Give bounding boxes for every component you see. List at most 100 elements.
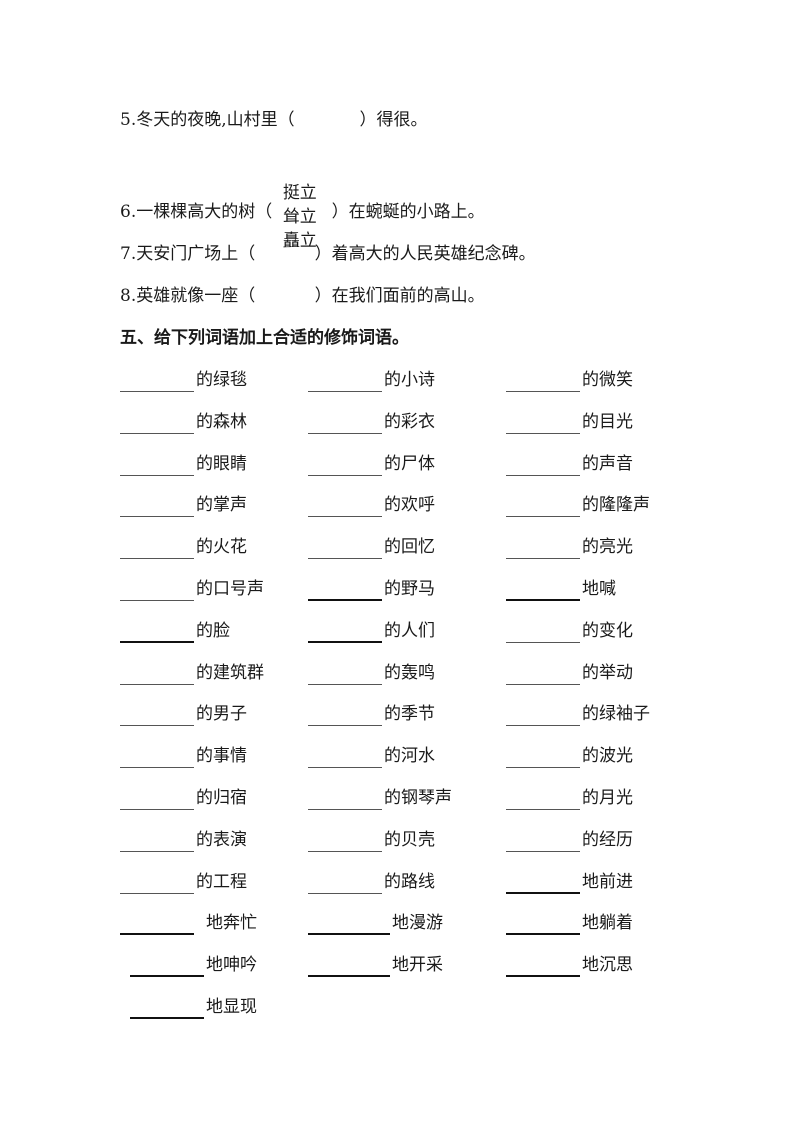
target-word: 的河水	[384, 746, 435, 766]
answer-blank[interactable]	[308, 540, 382, 559]
answer-blank[interactable]	[120, 666, 194, 685]
fill-item: 的举动	[506, 661, 633, 685]
answer-blank[interactable]	[308, 415, 382, 434]
fill-item: 的事情	[120, 744, 247, 768]
answer-blank[interactable]	[308, 915, 390, 935]
answer-blank[interactable]	[506, 498, 580, 517]
fill-item: 的眼睛	[120, 452, 247, 476]
fill-item: 地前进	[506, 870, 633, 894]
fill-item: 地躺着	[506, 911, 633, 935]
answer-blank[interactable]	[308, 749, 382, 768]
answer-blank[interactable]	[506, 624, 580, 643]
target-word: 的表演	[196, 830, 247, 850]
fill-item: 的回忆	[308, 535, 435, 559]
answer-blank[interactable]	[506, 457, 580, 476]
answer-blank[interactable]	[506, 540, 580, 559]
answer-blank[interactable]	[308, 623, 382, 643]
answer-blank[interactable]	[308, 498, 382, 517]
target-word: 的彩衣	[384, 412, 435, 432]
fill-item: 的口号声	[120, 577, 264, 601]
answer-blank[interactable]	[308, 666, 382, 685]
fill-item: 的男子	[120, 702, 247, 726]
fill-item: 的绿毯	[120, 368, 247, 392]
answer-blank[interactable]	[308, 373, 382, 392]
fill-item: 的尸体	[308, 452, 435, 476]
fill-item: 的野马	[308, 577, 435, 601]
target-word: 的建筑群	[196, 663, 264, 683]
answer-blank[interactable]	[506, 373, 580, 392]
answer-blank[interactable]	[308, 707, 382, 726]
answer-blank[interactable]	[308, 833, 382, 852]
fill-item: 的工程	[120, 870, 247, 894]
answer-blank[interactable]	[506, 833, 580, 852]
fill-item: 的微笑	[506, 368, 633, 392]
fill-item: 地开采	[308, 953, 443, 977]
fill-item: 的季节	[308, 702, 435, 726]
answer-blank[interactable]	[308, 581, 382, 601]
answer-blank[interactable]	[506, 749, 580, 768]
answer-blank[interactable]	[120, 540, 194, 559]
target-word: 的森林	[196, 412, 247, 432]
answer-blank[interactable]	[308, 791, 382, 810]
choice-word: 矗立	[282, 231, 317, 251]
fill-item: 的月光	[506, 786, 633, 810]
answer-blank[interactable]	[506, 415, 580, 434]
fill-item: 的人们	[308, 619, 435, 643]
target-word: 的钢琴声	[384, 788, 452, 808]
answer-blank[interactable]	[506, 666, 580, 685]
fill-item: 的钢琴声	[308, 786, 452, 810]
answer-blank[interactable]	[308, 875, 382, 894]
answer-blank[interactable]	[130, 957, 204, 977]
answer-blank[interactable]	[506, 957, 580, 977]
fill-item: 的隆隆声	[506, 493, 650, 517]
answer-blank[interactable]	[120, 415, 194, 434]
fill-item: 地奔忙	[120, 911, 257, 935]
target-word: 地显现	[206, 997, 257, 1017]
target-word: 地呻吟	[206, 955, 257, 975]
word-choices: 挺立 耸立 矗立	[272, 157, 343, 253]
question-7: 7.天安门广场上（ ）着高大的人民英雄纪念碑。	[120, 244, 536, 264]
answer-blank[interactable]	[506, 874, 580, 894]
answer-blank[interactable]	[308, 457, 382, 476]
fill-item: 的声音	[506, 452, 633, 476]
fill-item: 的变化	[506, 619, 633, 643]
answer-blank[interactable]	[308, 957, 390, 977]
answer-blank[interactable]	[506, 581, 580, 601]
fill-item: 的彩衣	[308, 410, 435, 434]
answer-blank[interactable]	[120, 582, 194, 601]
answer-blank[interactable]	[120, 498, 194, 517]
fill-item: 的小诗	[308, 368, 435, 392]
target-word: 的亮光	[582, 537, 633, 557]
target-word: 的欢呼	[384, 495, 435, 515]
target-word: 的事情	[196, 746, 247, 766]
answer-blank[interactable]	[120, 915, 194, 935]
target-word: 地沉思	[582, 955, 633, 975]
answer-blank[interactable]	[120, 707, 194, 726]
answer-blank[interactable]	[130, 999, 204, 1019]
fill-item: 的脸	[120, 619, 230, 643]
answer-blank[interactable]	[120, 623, 194, 643]
answer-blank[interactable]	[506, 915, 580, 935]
answer-blank[interactable]	[120, 373, 194, 392]
target-word: 地喊	[582, 579, 616, 599]
fill-item: 的火花	[120, 535, 247, 559]
target-word: 的声音	[582, 454, 633, 474]
answer-blank[interactable]	[120, 791, 194, 810]
answer-blank[interactable]	[506, 707, 580, 726]
fill-item: 地呻吟	[130, 953, 257, 977]
target-word: 的路线	[384, 872, 435, 892]
question-6: 6.一棵棵高大的树（ ）在蜿蜒的小路上。	[120, 202, 485, 222]
target-word: 的月光	[582, 788, 633, 808]
answer-blank[interactable]	[506, 791, 580, 810]
choice-word: 挺立	[282, 183, 317, 203]
answer-blank[interactable]	[120, 833, 194, 852]
target-word: 的绿毯	[196, 370, 247, 390]
answer-blank[interactable]	[120, 875, 194, 894]
answer-blank[interactable]	[120, 749, 194, 768]
fill-item: 的绿袖子	[506, 702, 650, 726]
target-word: 的眼睛	[196, 454, 247, 474]
fill-item: 地漫游	[308, 911, 443, 935]
question-8: 8.英雄就像一座（ ）在我们面前的高山。	[120, 286, 485, 306]
target-word: 的微笑	[582, 370, 633, 390]
answer-blank[interactable]	[120, 457, 194, 476]
